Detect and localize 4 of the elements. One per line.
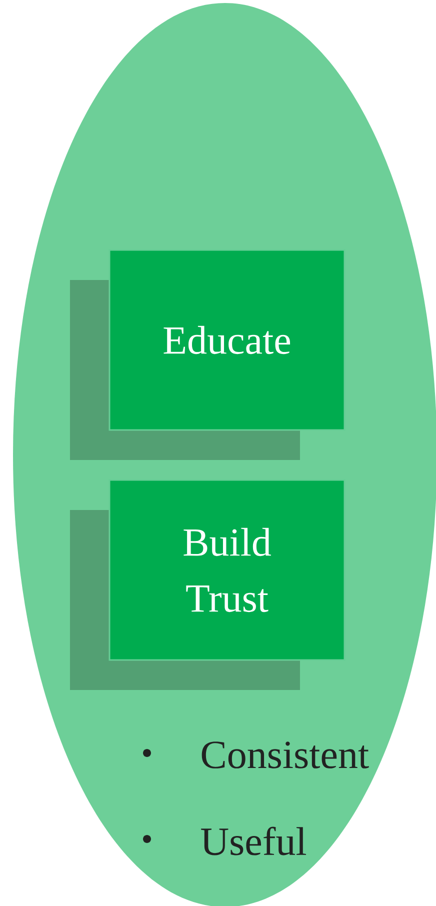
text-box: Educate [70, 249, 346, 460]
bullet-text: Consistent [202, 742, 369, 768]
text-box: Build Trust [70, 479, 346, 690]
bullet-text: Useful [201, 826, 306, 856]
